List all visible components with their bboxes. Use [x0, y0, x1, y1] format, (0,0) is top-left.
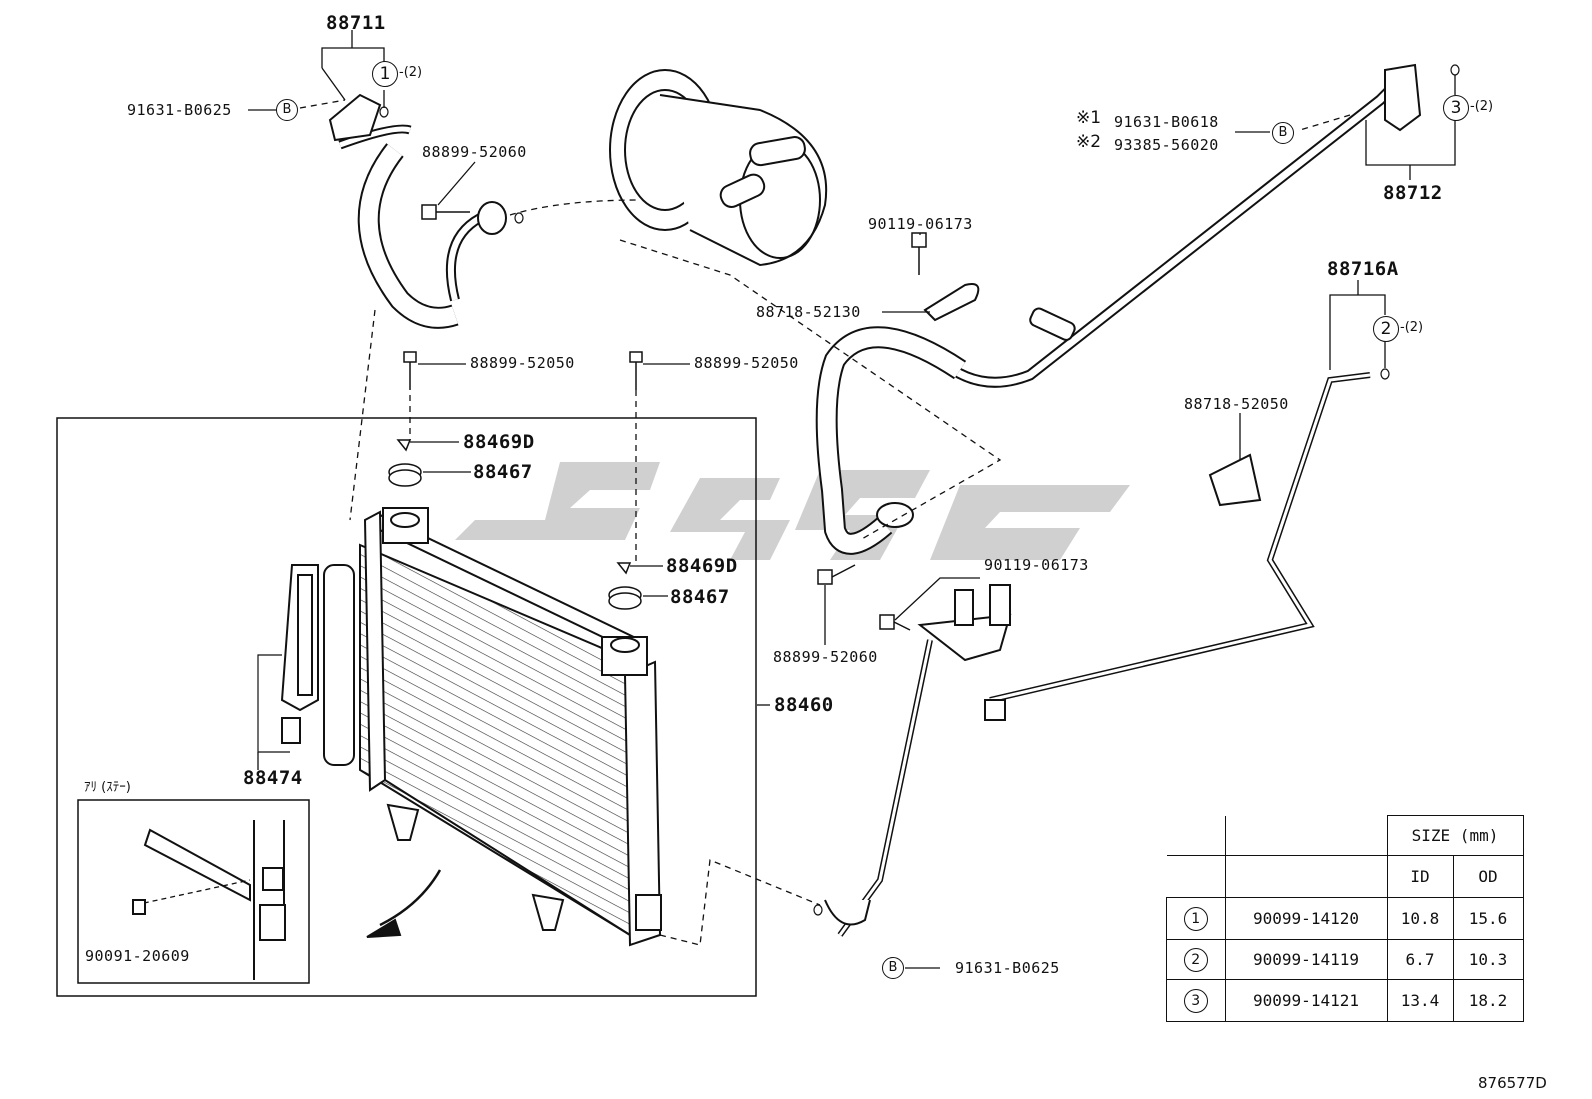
- part-number-88467-left[interactable]: 88467: [473, 461, 533, 483]
- ring-ref-2-icon: 2: [1183, 947, 1208, 972]
- part-number-88469d-left[interactable]: 88469D: [463, 431, 535, 453]
- grommets: [388, 439, 642, 610]
- table-blank-cell: [1166, 815, 1226, 856]
- side-seal: [257, 564, 319, 753]
- clamp-b-bottom-icon: B: [882, 957, 904, 979]
- inset-detail: [77, 799, 310, 984]
- part-number-88716a[interactable]: 88716A: [1327, 258, 1399, 280]
- part-number-88712[interactable]: 88712: [1383, 182, 1443, 204]
- hose-clamp: [923, 283, 980, 322]
- inset-title: ｱﾘ (ｽﾃｰ): [84, 780, 131, 795]
- part-number-91631-b0625-bottom[interactable]: 91631-B0625: [955, 959, 1060, 977]
- table-row: 1 90099-14120 10.8 15.6: [1166, 897, 1524, 940]
- size-header: SIZE (mm): [1386, 815, 1524, 856]
- part-number-88469d-right[interactable]: 88469D: [666, 555, 738, 577]
- part-number-88711[interactable]: 88711: [326, 12, 386, 34]
- table-part-number[interactable]: 90099-14121: [1224, 979, 1388, 1022]
- ring-ref-1-icon: 1: [1183, 906, 1208, 931]
- clamp-b-icon: B: [276, 99, 298, 121]
- part-number-91631-b0618[interactable]: 91631-B0618: [1114, 113, 1219, 131]
- table-od-value: 18.2: [1452, 979, 1524, 1022]
- o-ring-size-table: SIZE (mm) ID OD 1 90099-14120 10.8 15.6 …: [1166, 815, 1524, 1022]
- table-blank-cell: [1225, 855, 1388, 898]
- leader-lines: [248, 30, 1456, 969]
- part-number-88460[interactable]: 88460: [774, 694, 834, 716]
- clamp-bracket: [1208, 453, 1262, 507]
- clamp-b-right-icon: B: [1272, 122, 1294, 144]
- table-od-value: 15.6: [1452, 897, 1524, 940]
- part-number-88899-52050-left[interactable]: 88899-52050: [470, 354, 575, 372]
- od-header: OD: [1452, 855, 1524, 898]
- ring-ref-2-icon: 2: [1373, 316, 1399, 342]
- ring-ref-3-icon: 3: [1183, 988, 1208, 1013]
- part-number-88899-52060-bottom[interactable]: 88899-52060: [773, 648, 878, 666]
- id-header: ID: [1386, 855, 1454, 898]
- part-number-90119-06173-mid[interactable]: 90119-06173: [984, 556, 1089, 574]
- ring-qty-88716a: -(2): [1400, 320, 1424, 335]
- part-number-88899-52060-top[interactable]: 88899-52060: [422, 143, 527, 161]
- note-2-mark: ※2: [1076, 132, 1102, 152]
- compressor: [609, 69, 828, 267]
- liquid-tube: [824, 372, 1371, 937]
- part-number-88718-52130[interactable]: 88718-52130: [756, 303, 861, 321]
- table-part-number[interactable]: 90099-14119: [1224, 939, 1388, 980]
- diagram-code: 876577D: [1478, 1074, 1547, 1092]
- table-row: 2 90099-14119 6.7 10.3: [1166, 939, 1524, 980]
- ring-qty-88712: -(2): [1470, 99, 1494, 114]
- o-ring-marks: [379, 64, 1460, 916]
- table-id-value: 6.7: [1386, 939, 1454, 980]
- table-row: 3 90099-14121 13.4 18.2: [1166, 979, 1524, 1022]
- ring-ref-3-icon: 3: [1443, 95, 1469, 121]
- part-number-88899-52050-right[interactable]: 88899-52050: [694, 354, 799, 372]
- airflow-arrow: [379, 869, 442, 927]
- ring-qty-88711: -(2): [399, 65, 423, 80]
- table-od-value: 10.3: [1452, 939, 1524, 980]
- assembly-dashed-lines: [299, 99, 1351, 946]
- table-id-value: 13.4: [1386, 979, 1454, 1022]
- condenser-core: [323, 507, 662, 947]
- discharge-hose: [815, 63, 1422, 555]
- part-number-90119-06173-top[interactable]: 90119-06173: [868, 215, 973, 233]
- part-number-93385-56020[interactable]: 93385-56020: [1114, 136, 1219, 154]
- part-number-88718-52050[interactable]: 88718-52050: [1184, 395, 1289, 413]
- table-blank-cell: [1225, 815, 1388, 856]
- part-number-91631-b0625-top[interactable]: 91631-B0625: [127, 101, 232, 119]
- watermark-logo: [455, 462, 1130, 560]
- suction-hose: [328, 93, 507, 329]
- part-number-88474[interactable]: 88474: [243, 767, 303, 789]
- ring-ref-1-icon: 1: [372, 61, 398, 87]
- note-1-mark: ※1: [1076, 108, 1102, 128]
- table-part-number[interactable]: 90099-14120: [1224, 897, 1388, 940]
- part-number-88467-right[interactable]: 88467: [670, 586, 730, 608]
- condenser-group-frame: [56, 417, 757, 997]
- bolts: [403, 204, 927, 631]
- part-number-90091-20609[interactable]: 90091-20609: [85, 947, 190, 965]
- table-blank-cell: [1166, 855, 1226, 898]
- table-id-value: 10.8: [1386, 897, 1454, 940]
